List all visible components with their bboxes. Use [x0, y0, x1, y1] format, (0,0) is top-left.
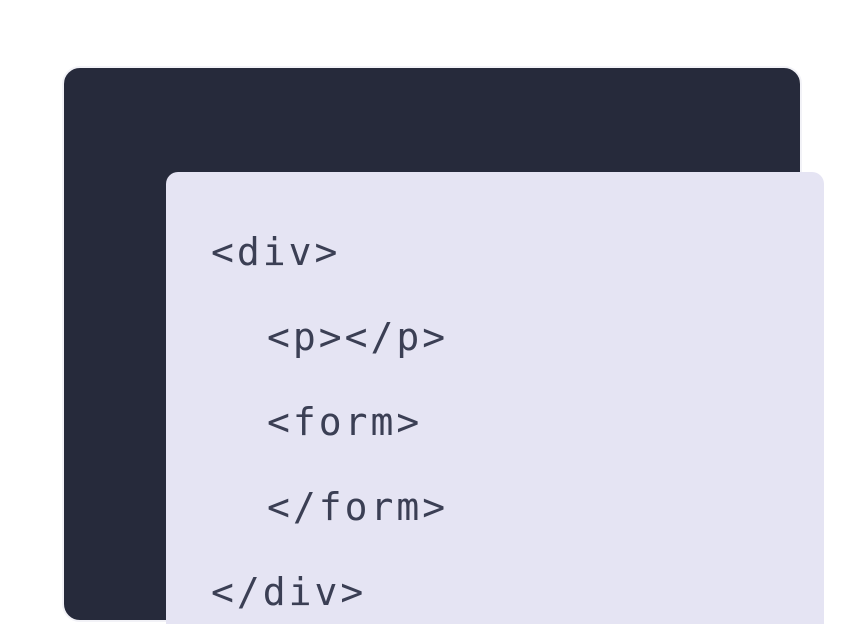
code-line: <form>	[267, 400, 423, 444]
code-line: <p></p>	[267, 315, 449, 359]
code-panel: <div> <p></p> <form> </form> </div>	[166, 172, 824, 624]
code-line: <div>	[211, 230, 341, 274]
code-line: </form>	[267, 485, 449, 529]
code-line: </div>	[211, 570, 367, 614]
code-window-frame: <div> <p></p> <form> </form> </div>	[62, 66, 824, 624]
